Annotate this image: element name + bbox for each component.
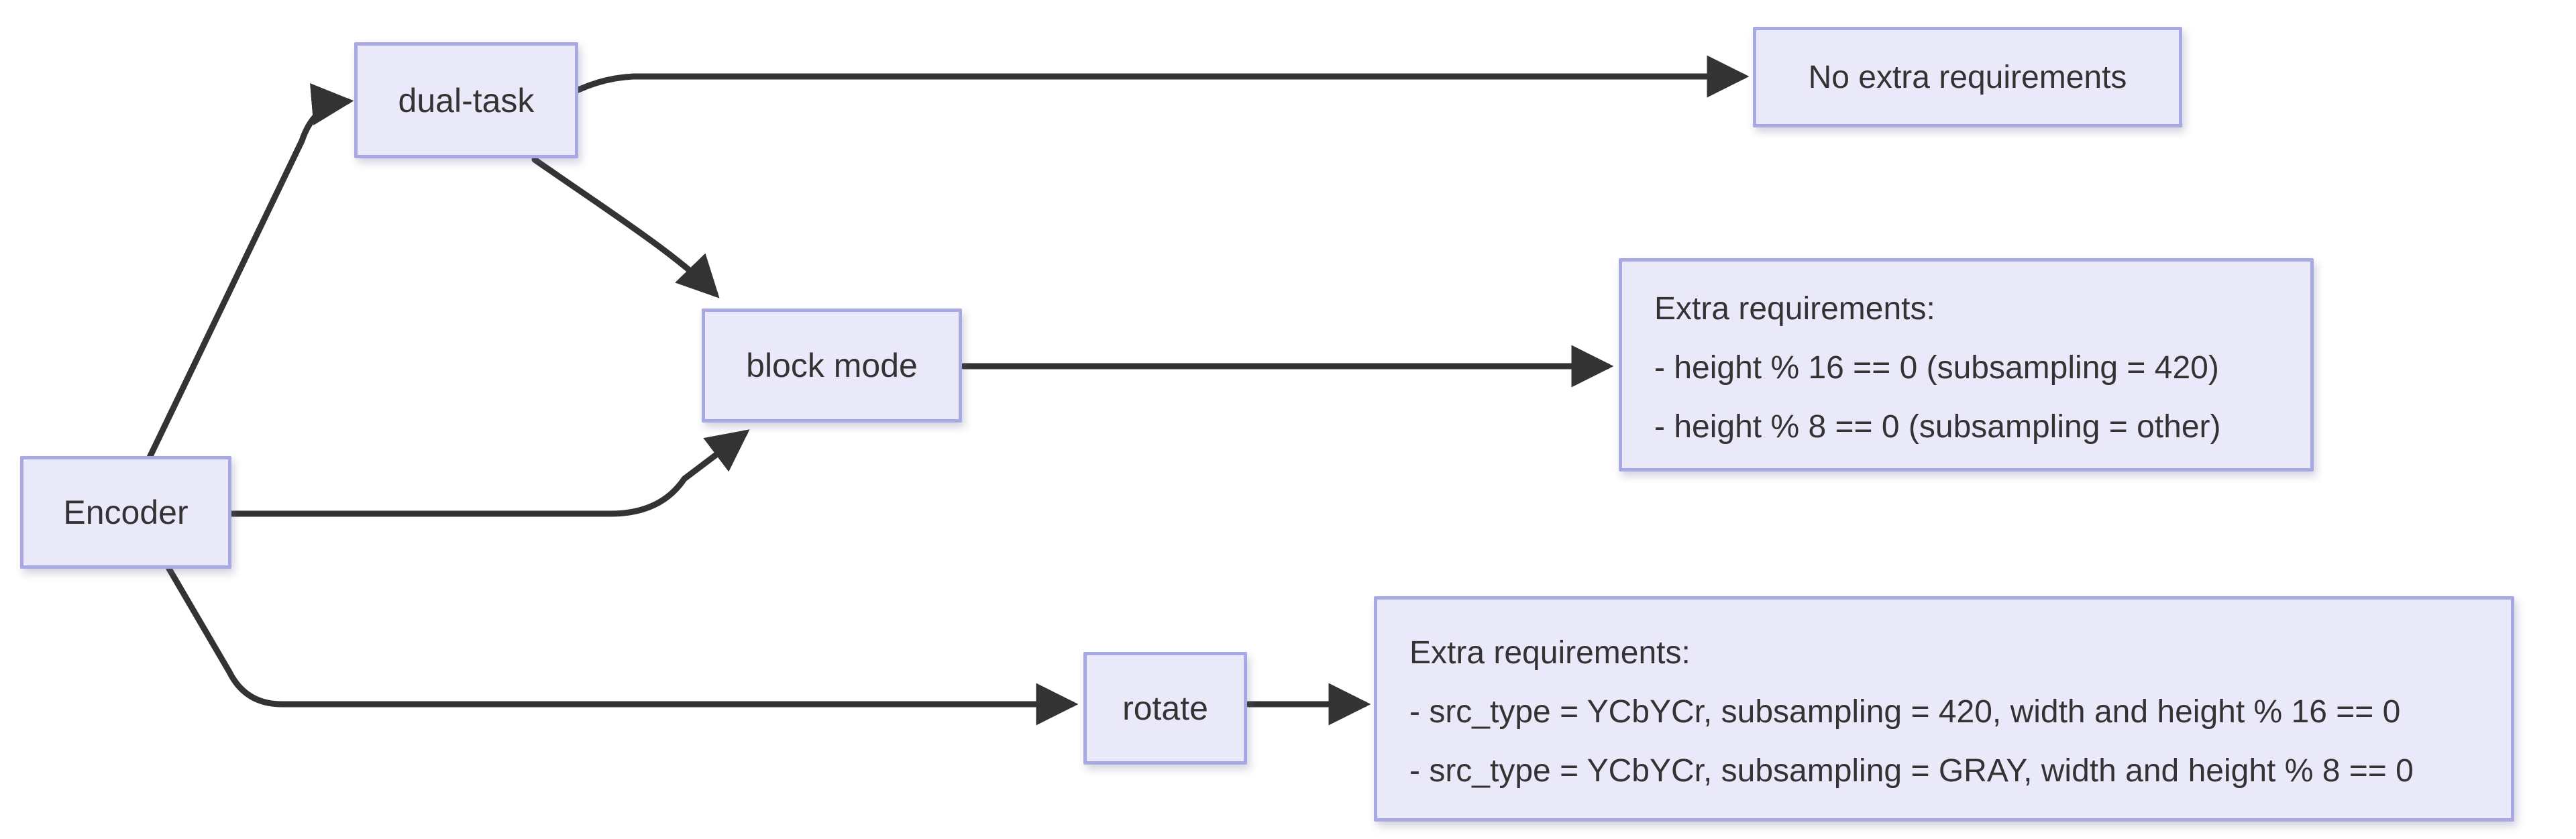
node-encoder-label: Encoder <box>63 494 189 531</box>
block-reqs-item-1: - height % 16 == 0 (subsampling = 420) <box>1654 350 2219 386</box>
edge-encoder-to-rotate <box>166 565 1079 726</box>
edge-encoder-to-block-mode <box>228 429 750 517</box>
node-rotate-label: rotate <box>1122 689 1208 727</box>
node-dual-task-label: dual-task <box>398 81 535 119</box>
rotate-reqs-item-1: - src_type = YCbYCr, subsampling = 420, … <box>1409 694 2401 730</box>
node-no-extra-requirements: No extra requirements <box>1753 27 2182 127</box>
block-reqs-item-2: - height % 8 == 0 (subsampling = other) <box>1654 409 2221 445</box>
block-reqs-heading: Extra requirements: <box>1654 291 1935 327</box>
edge-dual-task-to-no-extra <box>575 55 1750 98</box>
node-block-mode-label: block mode <box>746 347 918 384</box>
edge-dual-task-to-block-mode <box>531 156 720 298</box>
node-dual-task: dual-task <box>354 42 578 158</box>
node-rotate: rotate <box>1083 652 1247 765</box>
node-no-extra-requirements-label: No extra requirements <box>1808 59 2127 95</box>
node-encoder: Encoder <box>20 456 231 569</box>
node-block-mode-requirements: Extra requirements: - height % 16 == 0 (… <box>1619 258 2314 471</box>
node-rotate-requirements: Extra requirements: - src_type = YCbYCr,… <box>1374 596 2514 822</box>
rotate-reqs-item-2: - src_type = YCbYCr, subsampling = GRAY,… <box>1409 753 2414 789</box>
rotate-reqs-heading: Extra requirements: <box>1409 635 1690 671</box>
edge-encoder-to-dual-task <box>146 83 354 462</box>
node-block-mode: block mode <box>702 309 962 423</box>
